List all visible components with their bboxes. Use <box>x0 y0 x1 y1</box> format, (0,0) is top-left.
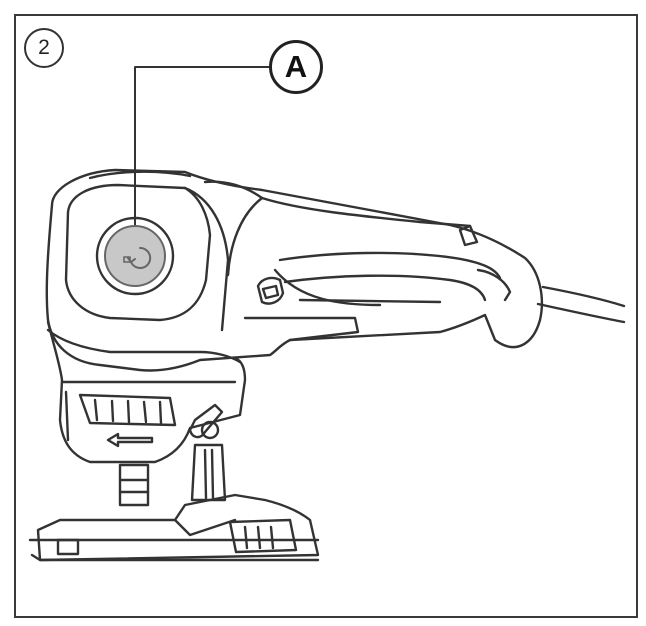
direction-arrow-icon <box>106 432 154 448</box>
trigger-button <box>256 276 285 305</box>
figure-frame <box>14 14 638 618</box>
base-shoe <box>36 493 320 562</box>
gear-housing <box>46 320 247 464</box>
power-cord <box>541 285 626 308</box>
step-number-badge: 2 <box>24 28 64 68</box>
callout-label: A <box>284 49 308 84</box>
blade-chuck <box>118 463 150 507</box>
step-number: 2 <box>38 36 50 59</box>
power-button-ring <box>95 216 175 296</box>
clamp-lever <box>188 403 224 439</box>
lock-symbol-icon <box>130 246 152 269</box>
callout-a-badge: A <box>269 40 323 94</box>
speed-wheel <box>78 393 177 427</box>
leader-line <box>134 66 270 236</box>
power-button <box>104 225 166 287</box>
motor-housing <box>45 168 544 372</box>
